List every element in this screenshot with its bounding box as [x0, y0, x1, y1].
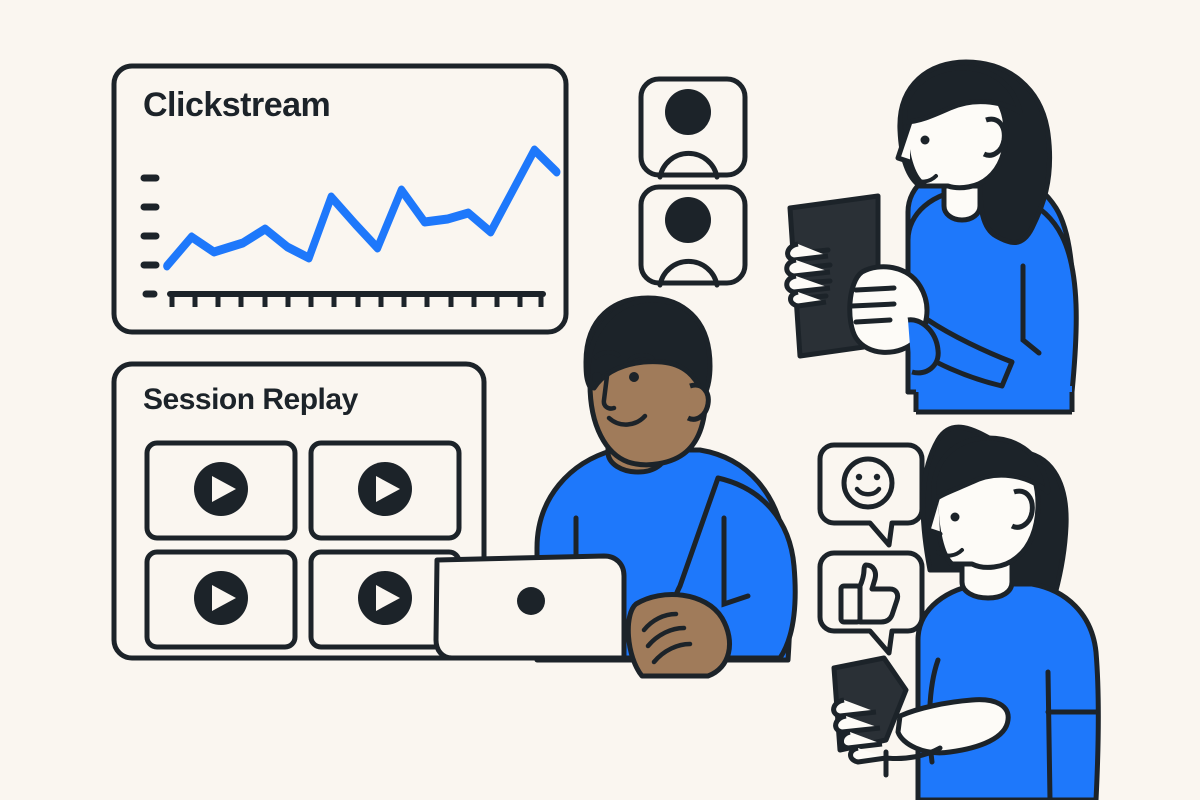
- clickstream-panel-frame: [111, 63, 569, 335]
- woman-phone-eye: [950, 512, 960, 522]
- play-icon: [194, 571, 248, 625]
- play-icon: [358, 462, 412, 516]
- laptop-camera-dot: [517, 587, 545, 615]
- user-avatar-card-2[interactable]: [638, 184, 748, 288]
- woman-phone-hair-front: [931, 435, 1051, 503]
- man-laptop-hand: [625, 592, 732, 679]
- woman-tablet-nose: [895, 119, 913, 165]
- play-icon: [194, 462, 248, 516]
- woman-tablet-shirt-hem: [916, 386, 1072, 412]
- woman-tablet-cuff: [907, 317, 941, 376]
- woman-phone-forearm: [895, 697, 1011, 756]
- replay-thumbnail-1[interactable]: [144, 440, 298, 541]
- woman-tablet-left-hand: [784, 241, 833, 309]
- woman-phone-mouth: [936, 548, 964, 558]
- man-with-laptop: [433, 295, 798, 679]
- man-laptop-right-seam: [721, 515, 751, 608]
- man-laptop-mouth: [606, 413, 648, 427]
- clickstream-x-axis-ruler: [167, 291, 546, 307]
- smiley-feedback-bubble[interactable]: [817, 442, 925, 548]
- person-icon: [657, 89, 720, 180]
- clickstream-y-axis-ticks: [140, 174, 160, 298]
- session-replay-panel-title: Session Replay: [143, 383, 358, 416]
- replay-thumbnail-3[interactable]: [144, 549, 298, 650]
- woman-tablet-ear: [982, 116, 1007, 158]
- man-laptop-hair-front: [585, 297, 713, 399]
- thumbs-up-icon: [838, 562, 901, 625]
- woman-tablet-hair-front: [902, 65, 1023, 125]
- smiley-face-icon: [841, 456, 895, 510]
- woman-phone-sleeve-right: [1045, 669, 1053, 800]
- man-laptop-eyebrow-right: [627, 353, 655, 363]
- woman-tablet-mouth: [910, 174, 938, 184]
- woman-phone-hand: [831, 697, 943, 778]
- man-laptop-eye-left: [592, 372, 602, 382]
- woman-phone-nose: [925, 493, 943, 537]
- woman-phone-shirt: [915, 581, 1101, 800]
- man-laptop-nose: [601, 373, 617, 411]
- session-replay-panel: [111, 361, 487, 661]
- man-laptop-ear: [686, 382, 711, 422]
- woman-tablet-eye: [920, 135, 930, 145]
- clickstream-panel-title: Clickstream: [143, 86, 331, 124]
- replay-thumbnail-2[interactable]: [308, 440, 462, 541]
- man-laptop-eyebrow-left: [593, 350, 621, 360]
- play-icon: [358, 571, 412, 625]
- man-laptop-eye-right: [629, 372, 639, 382]
- person-icon: [657, 197, 720, 288]
- woman-tablet-sleeve-seam: [1020, 263, 1042, 356]
- woman-with-tablet: [784, 59, 1079, 415]
- clickstream-line-series: [163, 145, 561, 271]
- thumbs-up-feedback-bubble[interactable]: [817, 550, 925, 656]
- user-avatar-card-1[interactable]: [638, 76, 748, 180]
- clickstream-panel: [111, 63, 569, 335]
- woman-phone-ear: [1010, 488, 1035, 530]
- woman-with-phone: [831, 424, 1101, 800]
